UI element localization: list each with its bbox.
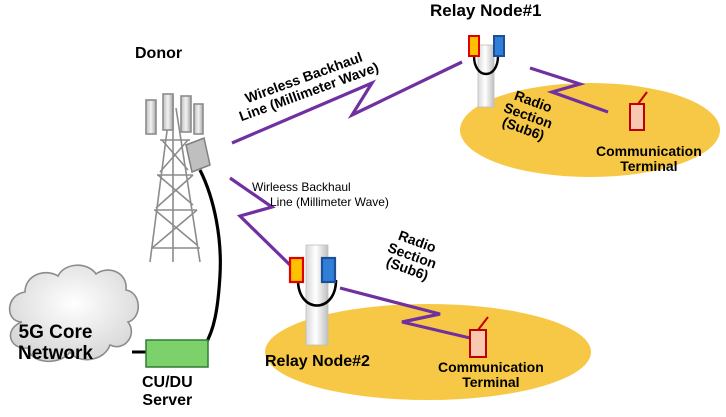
communication-terminal-1-icon [629, 91, 648, 131]
radio-link-bottom [339, 286, 471, 340]
backhaul-link-bottom [229, 176, 292, 267]
relay-node-1-icon [468, 35, 505, 108]
donor-label: Donor [135, 45, 183, 62]
communication-terminal-2-icon [469, 316, 489, 358]
cu-du-server-box [145, 339, 209, 368]
relay-node-2-label: Relay Node#2 [265, 353, 370, 370]
backhaul-link-top [231, 60, 463, 145]
coverage-area-relay1 [460, 83, 720, 177]
coverage-area-relay2 [265, 304, 591, 400]
terminal-1-label: Communication Terminal [596, 143, 702, 174]
core-network-label: 5G Core Network [18, 322, 93, 364]
radio-unit-icon [185, 136, 211, 174]
backhaul-bottom-label: Wirleess Backhaul Line (Millimeter Wave) [252, 180, 389, 209]
relay-node-1-label: Relay Node#1 [430, 1, 542, 20]
radio-link-top [529, 66, 609, 114]
fiber-cable [198, 169, 222, 346]
cloud-icon [8, 264, 140, 363]
relay-node-2-icon [288, 244, 338, 346]
cu-du-server-label: CU/DU Server [142, 374, 193, 409]
terminal-2-label: Communication Terminal [438, 359, 544, 390]
donor-tower-icon [145, 93, 204, 263]
